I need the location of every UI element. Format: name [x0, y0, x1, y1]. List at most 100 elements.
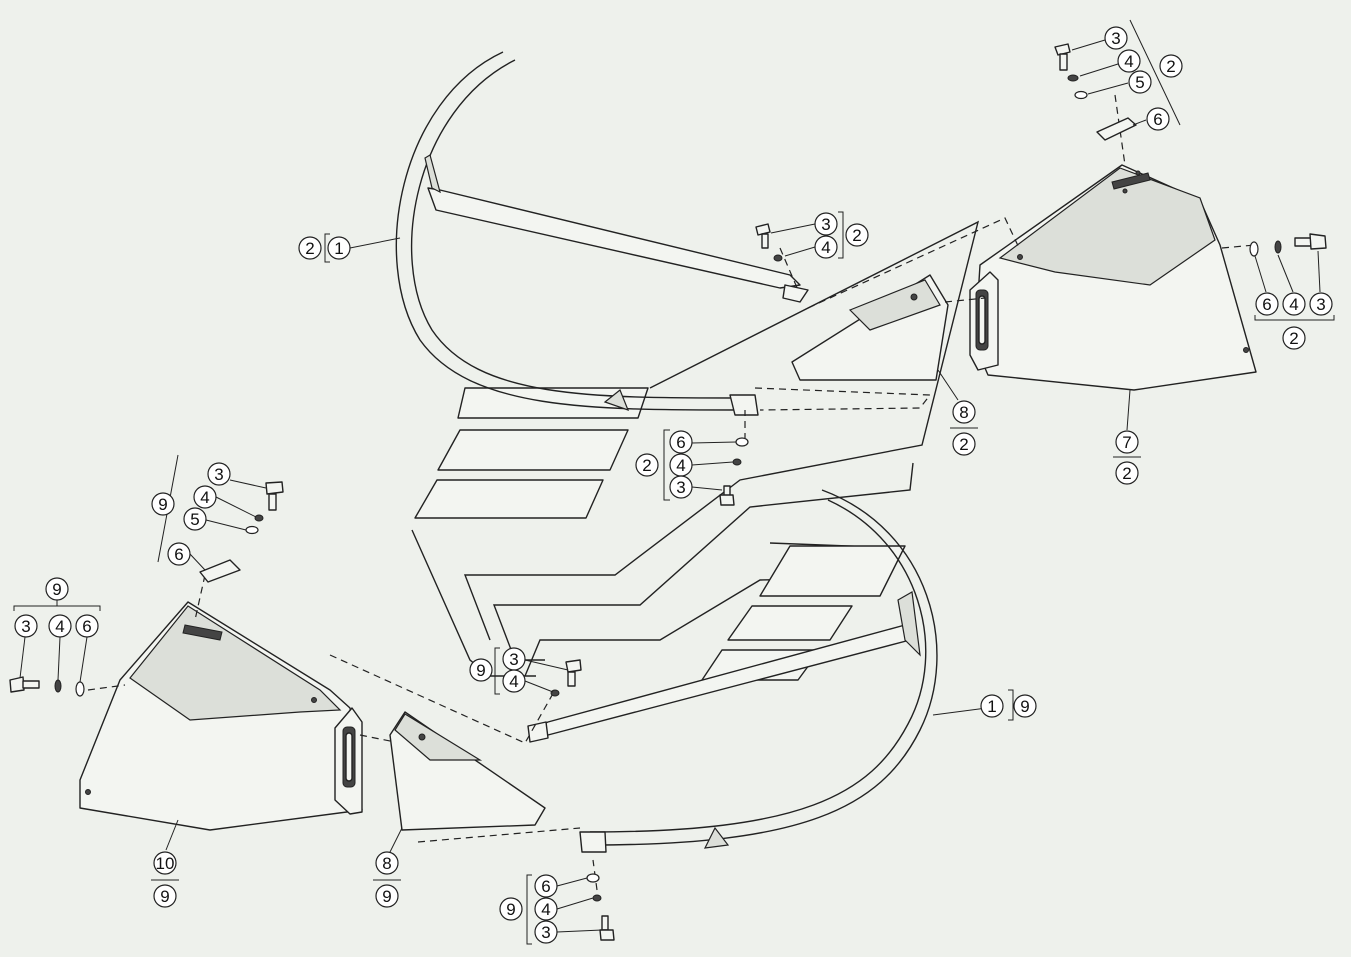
callout-number: 1: [987, 697, 996, 716]
left-shroud-panel: [79, 601, 363, 831]
callout-number: 2: [1289, 329, 1298, 348]
callout: 9: [153, 884, 177, 908]
callout-number: 6: [174, 545, 183, 564]
callout: 9: [1013, 694, 1037, 718]
lower-small-plate: [389, 711, 546, 831]
callout-number: 9: [506, 900, 515, 919]
callout: 3: [1104, 26, 1128, 50]
callout: 2: [635, 453, 659, 477]
callout: 8: [952, 400, 976, 424]
callout: 2: [952, 432, 976, 456]
callout: 4: [669, 453, 693, 477]
callout: 1: [980, 694, 1004, 718]
center-frame-rails: [411, 220, 980, 681]
callout: 8: [375, 851, 399, 875]
callout: 2: [1159, 54, 1183, 78]
callout: 5: [1128, 70, 1152, 94]
callout-number: 6: [676, 433, 685, 452]
callout-number: 9: [52, 580, 61, 599]
callout-number: 9: [382, 887, 391, 906]
callout: 9: [375, 884, 399, 908]
callout-number: 3: [821, 215, 830, 234]
callout-number: 8: [382, 854, 391, 873]
callout: 3: [534, 920, 558, 944]
callout-number: 9: [160, 887, 169, 906]
callout-number: 3: [541, 923, 550, 942]
callout-number: 3: [1316, 295, 1325, 314]
callout: 9: [469, 658, 493, 682]
callout: 9: [45, 577, 69, 601]
callout: 4: [814, 235, 838, 259]
right-shroud-panel: [969, 164, 1257, 391]
callout-number: 7: [1122, 433, 1131, 452]
callout: 3: [14, 614, 38, 638]
callout-number: 4: [200, 488, 209, 507]
callout-number: 2: [1122, 464, 1131, 483]
callout-number: 4: [541, 900, 550, 919]
assembly-dashed-lines: [87, 94, 1256, 891]
callout: 4: [502, 669, 526, 693]
callout-number: 4: [55, 617, 64, 636]
leader-lines: [13, 19, 1335, 945]
callout: 3: [814, 212, 838, 236]
callout: 5: [183, 507, 207, 531]
callout: 4: [1282, 292, 1306, 316]
callout-number: 2: [1166, 57, 1175, 76]
callout: 2: [298, 236, 322, 260]
callout-number: 2: [642, 456, 651, 475]
callout-number: 6: [541, 877, 550, 896]
callout: 7: [1115, 430, 1139, 454]
callout-number: 6: [1262, 295, 1271, 314]
callout-number: 10: [156, 854, 175, 873]
callout: 6: [75, 614, 99, 638]
callout-number: 5: [1135, 73, 1144, 92]
callout: 2: [1282, 326, 1306, 350]
callout: 6: [669, 430, 693, 454]
callout: 3: [1309, 292, 1333, 316]
callout: 4: [193, 485, 217, 509]
callout-number: 3: [509, 650, 518, 669]
callout-number: 3: [214, 465, 223, 484]
lower-hoop-tube: [527, 489, 938, 853]
callout: 3: [207, 462, 231, 486]
callout: 2: [1115, 461, 1139, 485]
callout: 6: [1146, 107, 1170, 131]
upper-hoop-tube: [395, 51, 809, 416]
callout-number: 3: [1111, 29, 1120, 48]
callout-number: 9: [1020, 697, 1029, 716]
callout-number: 1: [334, 239, 343, 258]
callout-number: 8: [959, 403, 968, 422]
callout: 6: [534, 874, 558, 898]
callout: 4: [1117, 49, 1141, 73]
fastener-hardware: [9, 43, 1327, 941]
callout: 3: [502, 647, 526, 671]
callout-number: 2: [959, 435, 968, 454]
callout: 6: [167, 542, 191, 566]
callout: 9: [499, 897, 523, 921]
callout-number: 4: [509, 672, 518, 691]
callout-number: 6: [82, 617, 91, 636]
callout-number: 9: [476, 661, 485, 680]
callout-number: 4: [1124, 52, 1133, 71]
callout-number: 5: [190, 510, 199, 529]
callout-number: 6: [1153, 110, 1162, 129]
callout-labels: 1 2 3 4 2 3 4 5 6 2 6 4 3 2 7 2 8 2 6 4 …: [14, 26, 1333, 944]
callout-number: 3: [21, 617, 30, 636]
callout-number: 9: [158, 495, 167, 514]
callout-number: 2: [305, 239, 314, 258]
callout-number: 4: [676, 456, 685, 475]
callout: 10: [153, 851, 177, 875]
callout: 6: [1255, 292, 1279, 316]
callout-number: 2: [852, 226, 861, 245]
callout: 4: [48, 614, 72, 638]
upper-small-plate: [791, 274, 949, 381]
callout: 4: [534, 897, 558, 921]
callout-number: 4: [821, 238, 830, 257]
callout: 1: [327, 236, 351, 260]
callout: 9: [151, 492, 175, 516]
callout: 3: [669, 475, 693, 499]
callout-number: 3: [676, 478, 685, 497]
callout-number: 4: [1289, 295, 1298, 314]
callout: 2: [845, 223, 869, 247]
